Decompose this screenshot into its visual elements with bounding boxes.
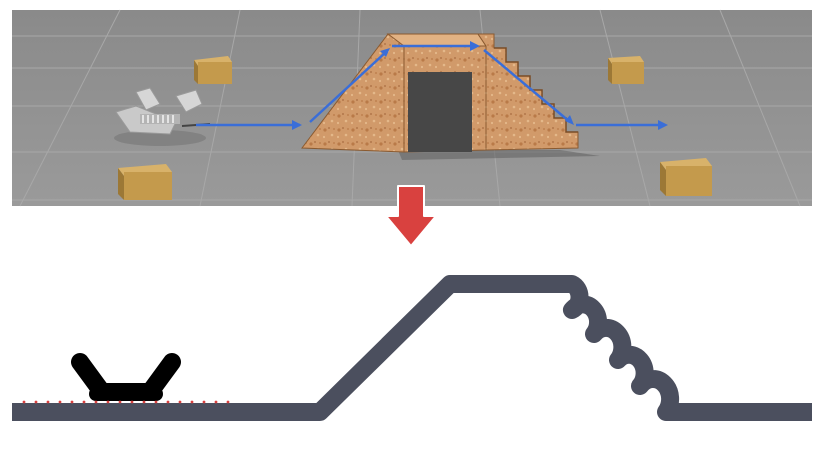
crate-top-left [194,56,232,84]
obstacle-shadow [398,150,600,160]
crate-bottom-left [118,164,172,200]
crate-bottom-right [660,158,712,196]
down-arrow [385,185,437,247]
tracked-robot [114,87,211,146]
path-descent-arrow [483,49,571,123]
simulation-scene-panel [12,9,812,207]
obstacle-opening [408,72,472,152]
path-climb-arrow [309,51,387,123]
crate-top-right [608,56,644,84]
contact-marks [22,400,230,404]
wooden-ramp-with-stairs [301,33,600,160]
terrain-profile-line [12,275,812,421]
terrain-profile-panel [12,275,812,421]
path-arrows [196,41,668,130]
robot-silhouette [71,353,181,401]
